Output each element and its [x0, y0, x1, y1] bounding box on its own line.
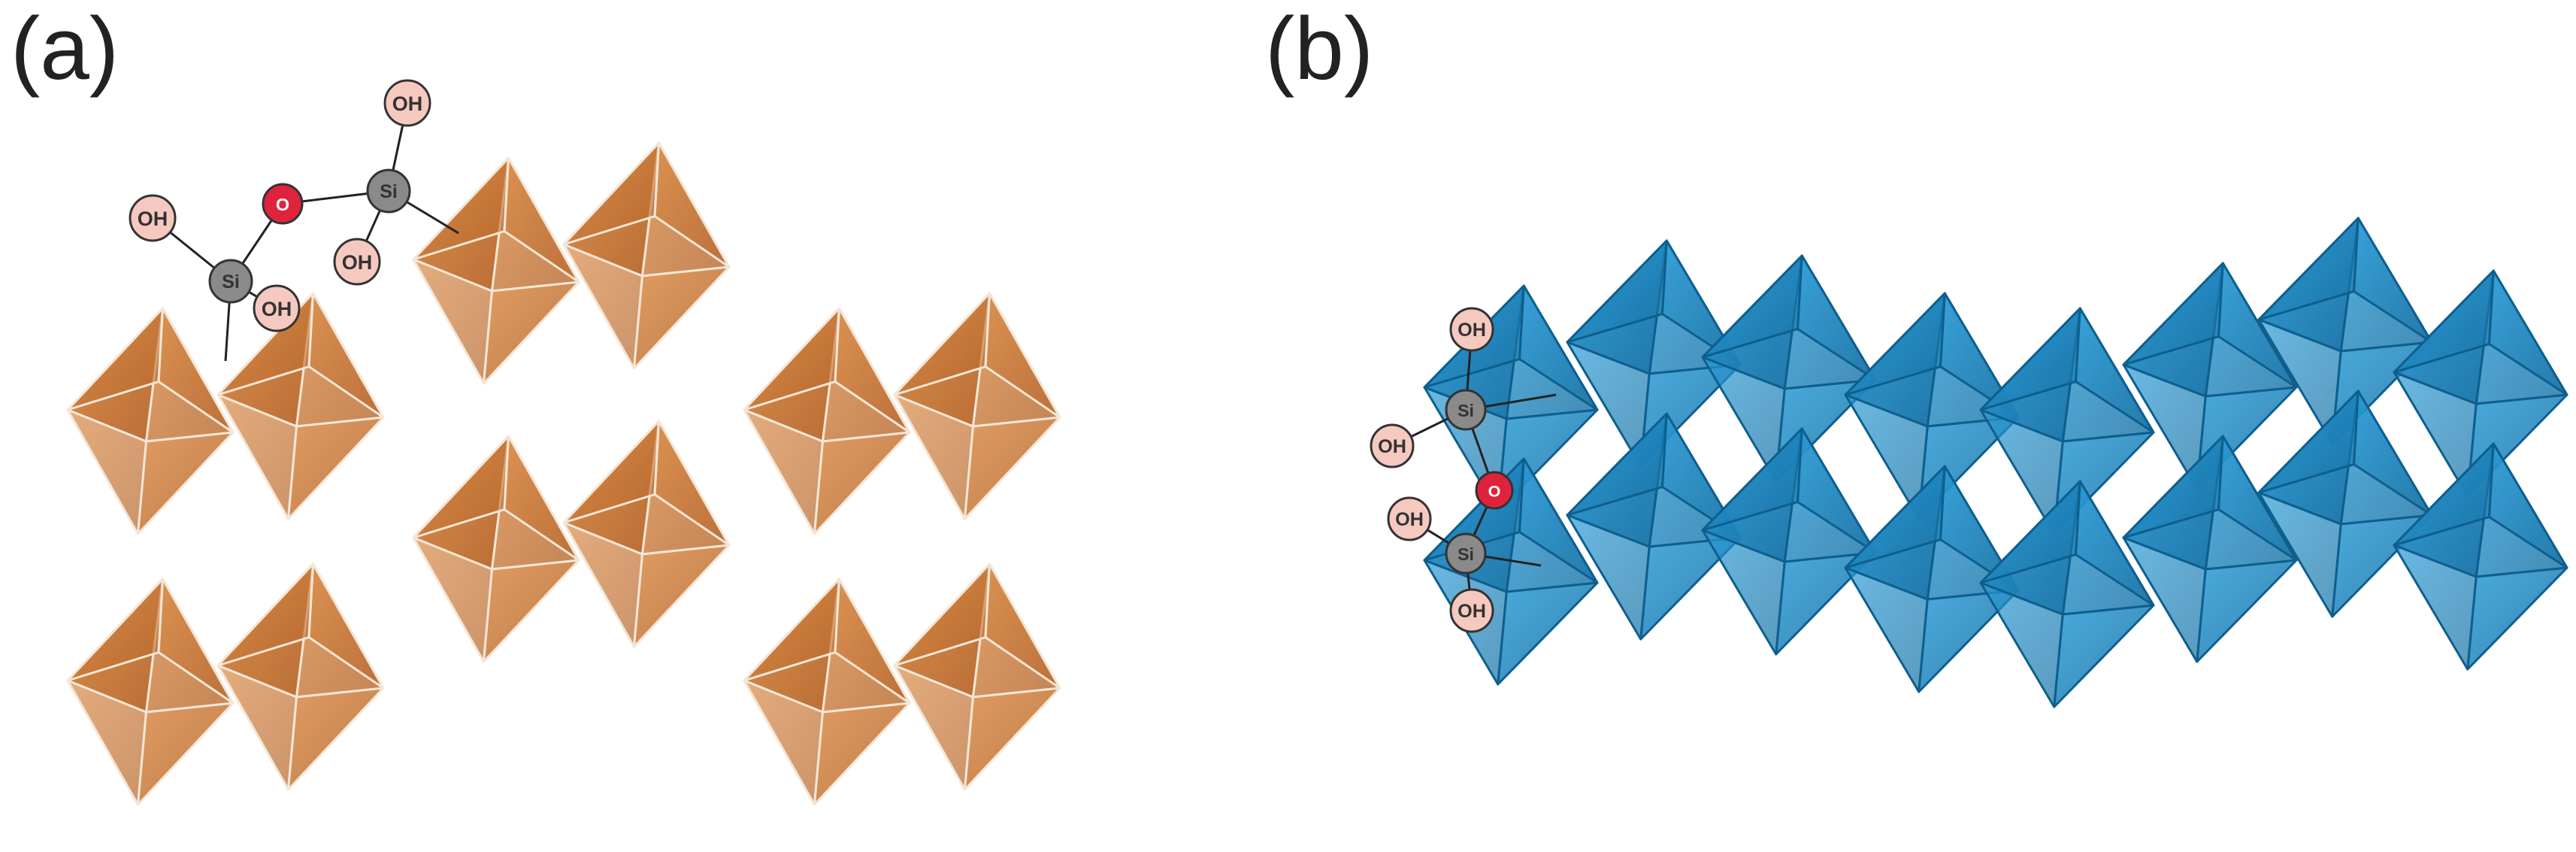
orange-octahedron: [412, 435, 580, 663]
si-atom: Si: [1445, 389, 1487, 431]
hydroxyl-atom: OH: [1449, 307, 1494, 352]
hydroxyl-atom: OH: [253, 284, 301, 332]
hydroxyl-atom: OH: [1449, 588, 1494, 633]
blue-octahedron: [2257, 390, 2433, 618]
blue-octahedron: [2393, 442, 2568, 671]
svg-text:Si: Si: [1458, 544, 1474, 564]
orange-octahedron: [216, 292, 385, 520]
orange-octahedron: [893, 562, 1061, 791]
hydroxyl-atom: OH: [333, 238, 381, 286]
hydroxyl-atom: OH: [1370, 423, 1415, 468]
blue-octahedron: [2122, 435, 2298, 663]
svg-text:OH: OH: [262, 298, 292, 320]
svg-text:Si: Si: [1458, 401, 1474, 420]
blue-octahedron: [2257, 217, 2433, 445]
svg-text:OH: OH: [1458, 601, 1486, 622]
orange-octahedron: [216, 562, 385, 791]
panel-label-b: (b): [1265, 0, 1374, 99]
orange-octahedron: [412, 156, 580, 385]
orange-octahedron: [66, 307, 235, 535]
svg-text:OH: OH: [342, 251, 373, 274]
svg-text:OH: OH: [1395, 509, 1424, 530]
si-atom: Si: [208, 259, 253, 304]
si-atom: Si: [1445, 532, 1487, 575]
svg-text:OH: OH: [1378, 436, 1406, 457]
hydroxyl-atom: OH: [1387, 496, 1432, 541]
orange-octahedron: [562, 141, 731, 370]
blue-octahedron: [1701, 427, 1877, 656]
panel-b-octahedra: [1423, 217, 2568, 708]
orange-octahedron: [562, 420, 731, 648]
orange-octahedron: [743, 307, 911, 535]
blue-octahedron: [1844, 465, 2020, 693]
blue-octahedron: [2122, 262, 2298, 490]
svg-text:O: O: [276, 195, 289, 214]
blue-octahedron: [1979, 480, 2155, 708]
svg-text:OH: OH: [1458, 320, 1486, 341]
bridging-oxygen-atom: O: [1475, 471, 1514, 510]
orange-octahedron: [893, 292, 1061, 520]
svg-text:Si: Si: [222, 271, 240, 293]
hydroxyl-atom: OH: [383, 79, 431, 127]
blue-octahedron: [2393, 269, 2568, 498]
svg-text:OH: OH: [392, 92, 423, 115]
svg-text:Si: Si: [380, 181, 398, 202]
panel-a-octahedra: [66, 141, 1061, 806]
svg-text:OH: OH: [138, 208, 168, 230]
si-atom: Si: [366, 168, 411, 214]
blue-octahedron: [1979, 307, 2155, 535]
bridging-oxygen-atom: O: [262, 183, 304, 225]
orange-octahedron: [743, 578, 911, 806]
hydroxyl-atom: OH: [129, 194, 177, 242]
panel-label-a: (a): [11, 0, 120, 99]
orange-octahedron: [66, 578, 235, 806]
svg-text:O: O: [1488, 482, 1501, 501]
